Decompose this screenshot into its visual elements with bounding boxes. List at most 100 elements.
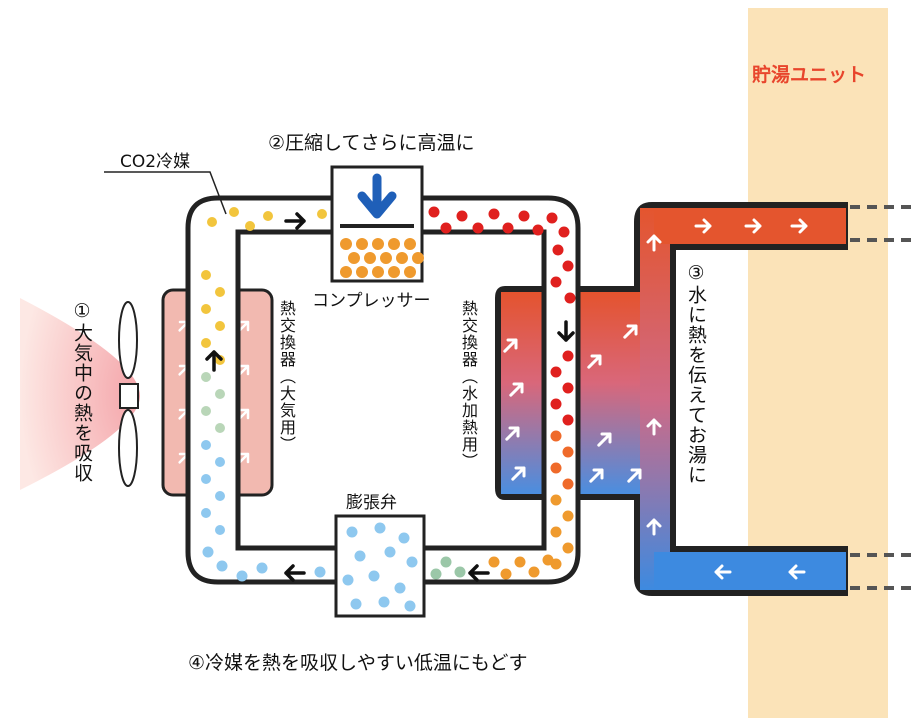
flow-arrow-icon xyxy=(646,234,662,252)
refrigerant-dot xyxy=(346,526,358,538)
tank-pipe-dashes xyxy=(850,205,912,590)
refrigerant-dot xyxy=(378,596,390,608)
refrigerant-dot xyxy=(388,266,400,278)
refrigerant-dot xyxy=(550,462,562,474)
return-caption: ④冷媒を熱を吸収しやすい低温にもどす xyxy=(188,652,528,674)
refrigerant-dot xyxy=(201,304,211,314)
refrigerant-dot xyxy=(398,532,410,544)
refrigerant-dot xyxy=(562,510,574,522)
refrigerant-dot xyxy=(263,211,273,221)
refrigerant-dot xyxy=(488,556,500,568)
flow-arrow-icon xyxy=(509,382,524,397)
refrigerant-dot xyxy=(368,570,380,582)
refrigerant-dot xyxy=(340,266,352,278)
refrigerant-dot xyxy=(229,207,239,217)
refrigerant-dot xyxy=(215,457,225,467)
refrigerant-dot xyxy=(550,526,562,538)
flow-arrow-icon xyxy=(623,324,638,339)
refrigerant-dot xyxy=(215,287,225,297)
flow-arrow-icon xyxy=(511,466,526,481)
refrigerant-dot xyxy=(440,222,452,234)
refrigerant-dot xyxy=(384,546,396,558)
refrigerant-dots xyxy=(201,206,576,582)
refrigerant-label: CO2冷媒 xyxy=(120,152,191,172)
refrigerant-dot xyxy=(201,440,211,450)
refrigerant-dot xyxy=(256,562,268,574)
refrigerant-dot xyxy=(394,582,406,594)
flow-arrow-icon xyxy=(589,468,604,483)
flow-arrow-icon xyxy=(238,408,250,420)
refrigerant-dot xyxy=(562,478,574,490)
refrigerant-dot xyxy=(201,270,211,280)
refrigerant-dot xyxy=(562,446,574,458)
flow-arrow-icon xyxy=(790,218,808,234)
flow-arrow-icon xyxy=(238,320,250,332)
flow-arrow-icon xyxy=(646,518,662,536)
flow-arrow-icon xyxy=(505,426,520,441)
refrigerant-dot xyxy=(374,522,386,534)
refrigerant-dot xyxy=(201,406,211,416)
refrigerant-dot xyxy=(342,574,354,586)
storage-unit-label: 貯湯ユニット xyxy=(752,64,867,86)
air-heat-caption: ①大気中の熱を吸収 xyxy=(71,300,93,483)
refrigerant-dot xyxy=(380,252,392,264)
refrigerant-dot xyxy=(428,206,440,218)
refrigerant-dot xyxy=(372,266,384,278)
flow-arrow-icon xyxy=(238,364,250,376)
water-heat-caption: ③水に熱を伝えてお湯に xyxy=(685,262,707,485)
refrigerant-dot xyxy=(562,382,574,394)
refrigerant-dot xyxy=(562,542,574,554)
air-flow-shape xyxy=(20,298,140,490)
compressor-dots xyxy=(340,238,424,278)
refrigerant-dot xyxy=(562,350,574,362)
refrigerant-dot xyxy=(528,566,540,578)
flow-arrow-icon xyxy=(238,452,250,464)
refrigerant-dot xyxy=(348,252,360,264)
refrigerant-dot xyxy=(488,208,500,220)
flow-arrow-icon xyxy=(597,432,612,447)
refrigerant-dot xyxy=(518,210,530,222)
flow-arrow-icon xyxy=(503,338,518,353)
refrigerant-dot xyxy=(388,238,400,250)
refrigerant-dot xyxy=(404,266,416,278)
refrigerant-dot xyxy=(430,568,442,580)
refrigerant-dot xyxy=(354,550,366,562)
refrigerant-dot xyxy=(404,600,416,612)
refrigerant-dot xyxy=(215,321,225,331)
refrigerant-dot xyxy=(202,546,214,558)
refrigerant-dot xyxy=(314,566,326,578)
refrigerant-dot xyxy=(215,525,225,535)
compression-caption: ②圧縮してさらに高温に xyxy=(268,132,475,154)
air-heat-exchanger-label: 熱交換器（大気用） xyxy=(277,300,296,453)
refrigerant-leader-line xyxy=(104,171,227,215)
refrigerant-dot xyxy=(502,222,514,234)
flow-arrow-icon xyxy=(714,564,732,580)
compressor xyxy=(330,165,424,283)
refrigerant-dot xyxy=(564,292,576,304)
refrigerant-dot xyxy=(215,389,225,399)
refrigerant-dot xyxy=(550,494,562,506)
refrigerant-dot xyxy=(215,423,225,433)
refrigerant-dot xyxy=(216,560,228,572)
refrigerant-dot xyxy=(562,414,574,426)
refrigerant-dot xyxy=(317,209,327,219)
flow-arrow-icon xyxy=(694,218,712,234)
refrigerant-dot xyxy=(245,221,255,231)
refrigerant-dot xyxy=(201,338,211,348)
compressor-label: コンプレッサー xyxy=(312,291,431,311)
refrigerant-dot xyxy=(440,556,452,568)
refrigerant-dot xyxy=(562,260,574,272)
refrigerant-dot xyxy=(340,238,352,250)
refrigerant-dot xyxy=(412,252,424,264)
refrigerant-dot xyxy=(550,276,562,288)
refrigerant-dot xyxy=(550,430,562,442)
refrigerant-loop xyxy=(185,195,581,585)
flow-arrow-icon xyxy=(587,354,602,369)
refrigerant-dot xyxy=(406,556,418,568)
flow-arrow-icon xyxy=(788,564,806,580)
refrigerant-dot xyxy=(552,244,564,256)
refrigerant-dot xyxy=(542,554,554,566)
refrigerant-dot xyxy=(236,570,248,582)
